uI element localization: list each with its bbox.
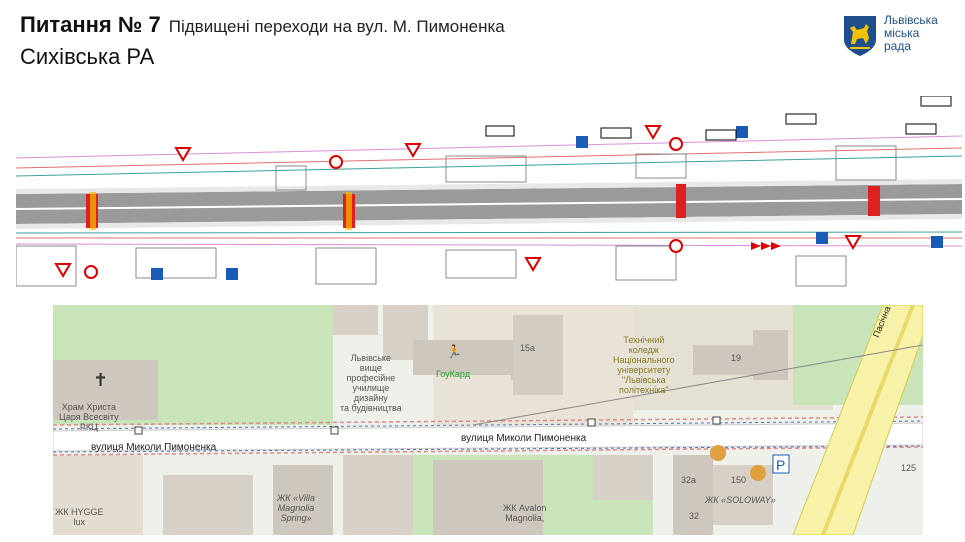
poi-label-line: Magnolia,: [505, 513, 545, 523]
poi-label-line: училище: [352, 383, 390, 393]
svg-text:P: P: [776, 457, 785, 473]
logo-text: Львівська міська рада: [884, 14, 938, 53]
house-number: 15а: [520, 343, 536, 353]
item-number-title: Питання № 7: [20, 12, 161, 37]
poi-avalon-label: ЖК Avalon Magnolia,: [503, 503, 546, 523]
poi-hygge-label: ЖК HYGGE lux: [55, 507, 104, 527]
poi-label-line: lux: [73, 517, 86, 527]
poi-college-label: Технічний коледж Національного університ…: [613, 335, 675, 395]
title-line: Питання № 7 Підвищені переходи на вул. М…: [20, 12, 505, 38]
poi-label-line: Spring»: [280, 513, 312, 523]
poi-label-line: Magnolia: [277, 503, 315, 513]
poi-gowkard-label: ГоуКард: [436, 369, 470, 379]
poi-label-line: ЖК Avalon: [503, 503, 547, 513]
poi-label-line: професійне: [346, 373, 396, 383]
road-sign-icon: [54, 96, 952, 280]
house-number: 150: [731, 475, 747, 485]
poi-label-line: Храм Христа: [61, 402, 116, 412]
poi-villa-label: ЖК «Villa Magnolia Spring»: [277, 493, 315, 523]
poi-label-line: Національного: [613, 355, 675, 365]
poi-soloway-label: ЖК «SOLOWAY»: [705, 495, 776, 505]
poi-school-label: Львівське вище професійне училище дизайн…: [340, 353, 402, 413]
poi-label-line: ЖК HYGGE: [55, 507, 104, 517]
house-number: 32а: [681, 475, 697, 485]
poi-label-line: ЖК «Villa: [277, 493, 315, 503]
poi-label-line: університету: [617, 365, 671, 375]
slide-header: Питання № 7 Підвищені переходи на вул. М…: [20, 12, 505, 70]
city-council-logo: Львівська міська рада: [842, 14, 938, 58]
church-icon: ✝: [93, 370, 109, 390]
poi-label-line: Львівське: [350, 353, 391, 363]
district-name: Сихівська РА: [20, 44, 155, 69]
fitness-icon: 🏃: [446, 344, 463, 359]
plan-svg: [16, 96, 962, 287]
street-label-pymonenka: вулиця Миколи Пимоненка: [91, 442, 217, 453]
poi-label-line: та будівництва: [340, 403, 402, 413]
poi-label-line: вище: [359, 363, 382, 373]
poi-label-line: "Львівська: [622, 375, 666, 385]
house-number: 32: [689, 511, 700, 521]
poi-label-line: Технічний: [623, 335, 665, 345]
poi-label-line: дизайну: [353, 393, 388, 403]
street-label-pymonenka: вулиця Миколи Пимоненка: [461, 433, 587, 444]
lion-shield-icon: [844, 16, 876, 56]
map-svg: P: [53, 305, 923, 535]
house-number: 19: [731, 353, 742, 363]
logo-text-line: рада: [884, 39, 912, 53]
poi-label-line: політехніка": [619, 385, 669, 395]
logo-text-line: міська: [884, 26, 920, 40]
engineering-plan-drawing: [16, 96, 962, 292]
street-map: P ✝ Храм Христа Царя Всесвіту РКЦ Львівс…: [53, 305, 923, 535]
poi-label-line: Царя Всесвіту: [59, 412, 119, 422]
logo-text-line: Львівська: [884, 13, 938, 27]
item-subject-title: Підвищені переходи на вул. М. Пимоненка: [168, 17, 505, 36]
poi-church-label: Храм Христа Царя Всесвіту РКЦ: [59, 402, 119, 432]
house-number: 125: [901, 463, 917, 473]
poi-label-line: коледж: [628, 345, 659, 355]
poi-label-line: РКЦ: [79, 422, 98, 432]
